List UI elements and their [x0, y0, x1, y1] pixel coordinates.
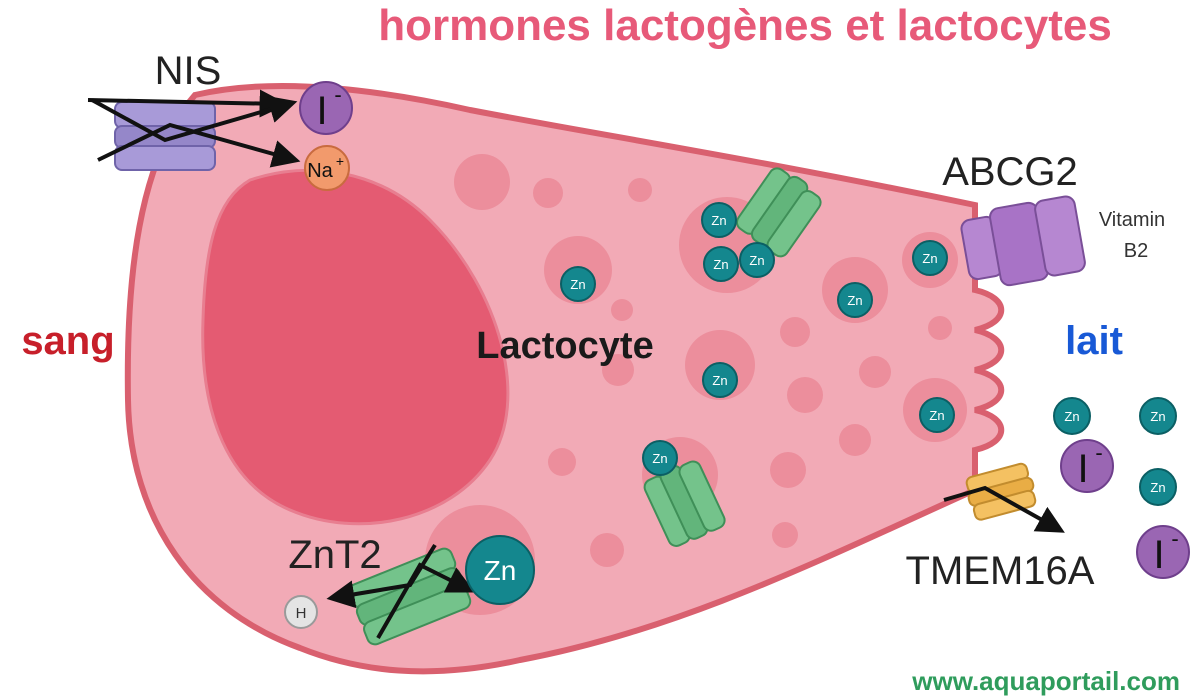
zinc-symbol: Zn [929, 408, 944, 423]
vesicle [454, 154, 510, 210]
milk-label: lait [1065, 319, 1123, 363]
vesicle [787, 377, 823, 413]
zinc-ion: Zn [1053, 397, 1091, 435]
zinc-symbol: Zn [1150, 409, 1165, 424]
vesicle [772, 522, 798, 548]
sodium-charge: + [336, 153, 344, 169]
zinc-ion: Zn [702, 362, 738, 398]
zinc-ion: Zn [703, 246, 739, 282]
vesicle [611, 299, 633, 321]
iodide-symbol: I [1153, 533, 1164, 577]
tmem16a-arrow [943, 485, 1065, 533]
watermark: www.aquaportail.com [911, 666, 1180, 696]
zinc-ion: Zn [739, 242, 775, 278]
zinc-ion: Zn [560, 266, 596, 302]
hydrogen-ion: H [284, 595, 318, 629]
zinc-symbol: Zn [570, 277, 585, 292]
sodium-ion: Na + [304, 145, 350, 191]
vesicle [839, 424, 871, 456]
zinc-ion: Zn [1139, 397, 1177, 435]
zinc-symbol: Zn [1064, 409, 1079, 424]
abcg2-label: ABCG2 [942, 150, 1078, 194]
zinc-ion: Zn [919, 397, 955, 433]
blood-label: sang [21, 319, 114, 363]
znt2-arrow-zinc [376, 562, 476, 639]
sodium-symbol: Na [307, 160, 333, 182]
vesicle [602, 354, 634, 386]
zinc-symbol: Zn [713, 257, 728, 272]
zinc-ion: Zn [837, 282, 873, 318]
tmem16a-channel [965, 462, 1037, 521]
zinc-symbol: Zn [712, 373, 727, 388]
nis-label: NIS [155, 49, 222, 93]
vitamin-label: Vitamin [1099, 209, 1165, 231]
zinc-symbol: Zn [749, 253, 764, 268]
iodide-charge: - [1171, 526, 1178, 551]
green-transporter-lower [643, 460, 726, 547]
zinc-symbol: Zn [847, 293, 862, 308]
nis-arrow-iodide [91, 95, 298, 143]
iodide-symbol: I [1077, 447, 1088, 491]
zinc-ion: Zn [912, 240, 948, 276]
zinc-ions: Zn Zn Zn Zn Zn Zn Zn Zn [465, 202, 1177, 605]
vesicle [859, 356, 891, 388]
zinc-ion: Zn [642, 440, 678, 476]
abcg2-transporter [960, 195, 1086, 287]
vesicle [533, 178, 563, 208]
znt2-arrow-hydrogen [326, 543, 437, 609]
vesicle [928, 316, 952, 340]
vesicle [548, 448, 576, 476]
vesicle [770, 452, 806, 488]
iodide-symbol: I [316, 89, 327, 133]
zinc-ion-large: Zn [465, 535, 535, 605]
zinc-symbol: Zn [922, 251, 937, 266]
zinc-symbol: Zn [484, 555, 517, 586]
znt2-label: ZnT2 [288, 533, 381, 577]
green-transporter-upper [735, 167, 822, 258]
iodide-charge: - [334, 82, 341, 107]
vesicle [780, 317, 810, 347]
iodide-ion: I - [1136, 525, 1190, 579]
zinc-symbol: Zn [652, 451, 667, 466]
vesicle [628, 178, 652, 202]
zinc-ion: Zn [701, 202, 737, 238]
tmem16a-label: TMEM16A [906, 549, 1095, 593]
iodide-ion: I - [1060, 439, 1114, 493]
zinc-symbol: Zn [711, 213, 726, 228]
zinc-symbol: Zn [1150, 480, 1165, 495]
nucleus [201, 168, 510, 526]
vitamin-b2-label: B2 [1124, 240, 1148, 262]
zinc-ion: Zn [1139, 468, 1177, 506]
iodide-charge: - [1095, 440, 1102, 465]
hydrogen-symbol: H [296, 605, 307, 622]
nis-arrow-sodium [97, 122, 301, 168]
vesicle [590, 533, 624, 567]
diagram-title: hormones lactogènes et lactocytes [378, 1, 1112, 50]
cell-label: Lactocyte [476, 325, 653, 367]
iodide-ion: I - [299, 81, 353, 135]
